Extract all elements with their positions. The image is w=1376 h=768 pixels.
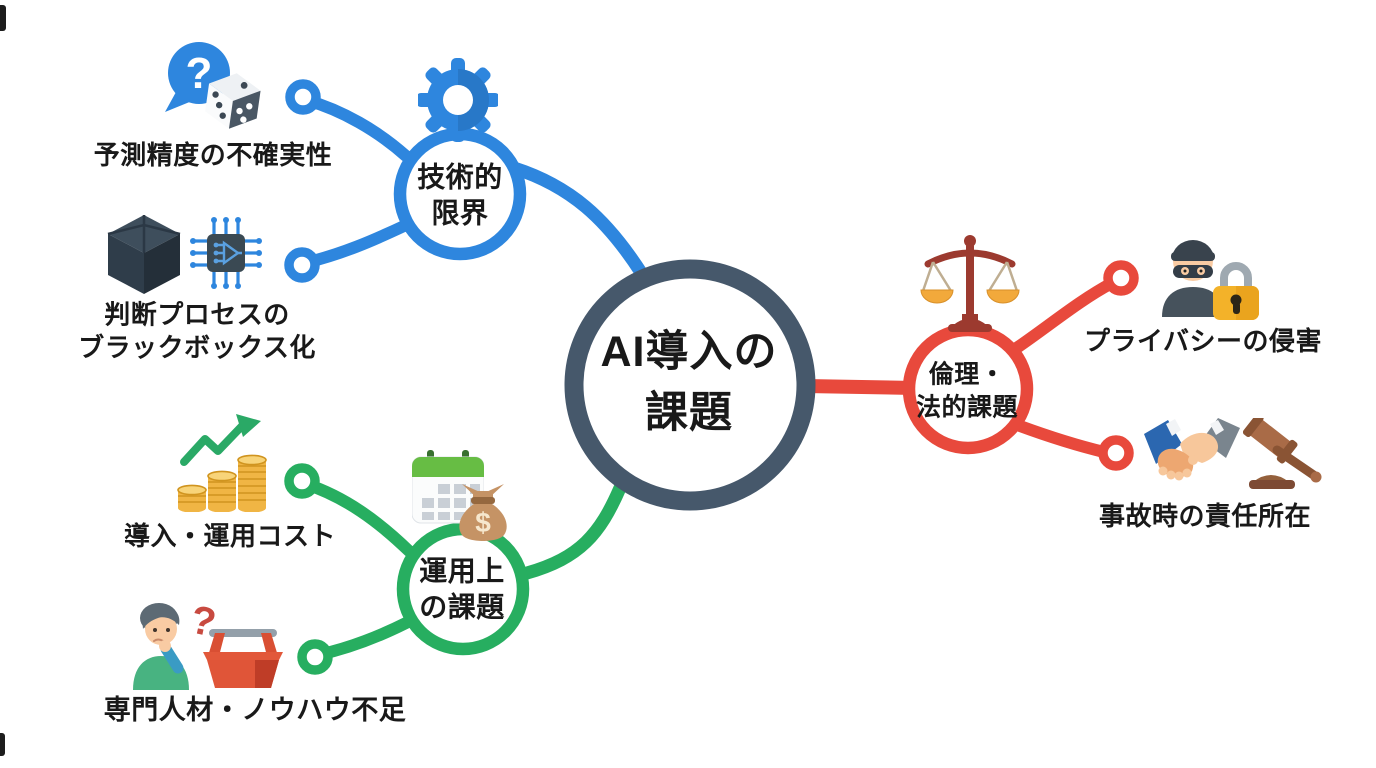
ring-talent: [297, 639, 333, 675]
money-bag-icon: $: [459, 484, 507, 541]
connector-operational-main: [520, 481, 627, 580]
node-label-ethical: 倫理・ 法的課題: [915, 360, 1019, 422]
connector-operational-item1: [300, 478, 415, 557]
node-label-technical: 技術的 限界: [417, 161, 503, 229]
svg-text:$: $: [475, 507, 491, 538]
black-box-icon: [107, 215, 181, 294]
item-label-talent: 専門人材・ノウハウ不足: [103, 695, 407, 726]
connector-ethical-item1: [1012, 277, 1118, 353]
gear-icon: [418, 58, 498, 142]
item-label-blackbox: 判断プロセスの ブラックボックス化: [78, 299, 316, 363]
ai-chip-icon: [190, 217, 262, 289]
toolbox-icon: [203, 629, 283, 688]
connector-ethical-main: [798, 379, 922, 395]
gavel-icon: [1243, 418, 1322, 489]
handshake-icon: [1144, 418, 1240, 481]
node-label-operational: 運用上 の課題: [419, 555, 505, 623]
center-topic-line2: 課題: [645, 389, 733, 437]
ring-prediction: [285, 79, 321, 115]
center-topic-line1: AI導入の: [600, 327, 778, 376]
edge-artifact-bottom-left: [0, 733, 5, 756]
center-circle: [564, 259, 816, 511]
center-topic-label: AI導入の 課題: [601, 322, 778, 444]
item-label-privacy: プライバシーの侵害: [1084, 325, 1322, 356]
thief-icon: [1162, 240, 1224, 317]
ring-liability: [1098, 435, 1134, 471]
growth-arrow-icon: [180, 414, 261, 466]
thinking-person-icon: ?: [133, 598, 220, 690]
edge-artifact-top-left: [0, 5, 6, 31]
item-label-prediction: 予測精度の不確実性: [93, 139, 333, 170]
coin-stacks-icon: [177, 414, 267, 512]
ring-privacy: [1103, 260, 1139, 296]
connector-technical-item2: [299, 220, 410, 269]
ring-blackbox: [284, 247, 320, 283]
item-label-liability: 事故時の責任所在: [1098, 500, 1312, 531]
padlock-icon: [1213, 262, 1259, 320]
connector-ethical-item2: [1014, 420, 1110, 458]
ring-cost: [284, 463, 320, 499]
scales-icon: [920, 235, 1020, 332]
dice-icon: [205, 73, 261, 129]
item-label-cost: 導入・運用コスト: [123, 520, 337, 551]
connector-technical-main: [507, 161, 649, 281]
svg-text:?: ?: [186, 49, 213, 98]
